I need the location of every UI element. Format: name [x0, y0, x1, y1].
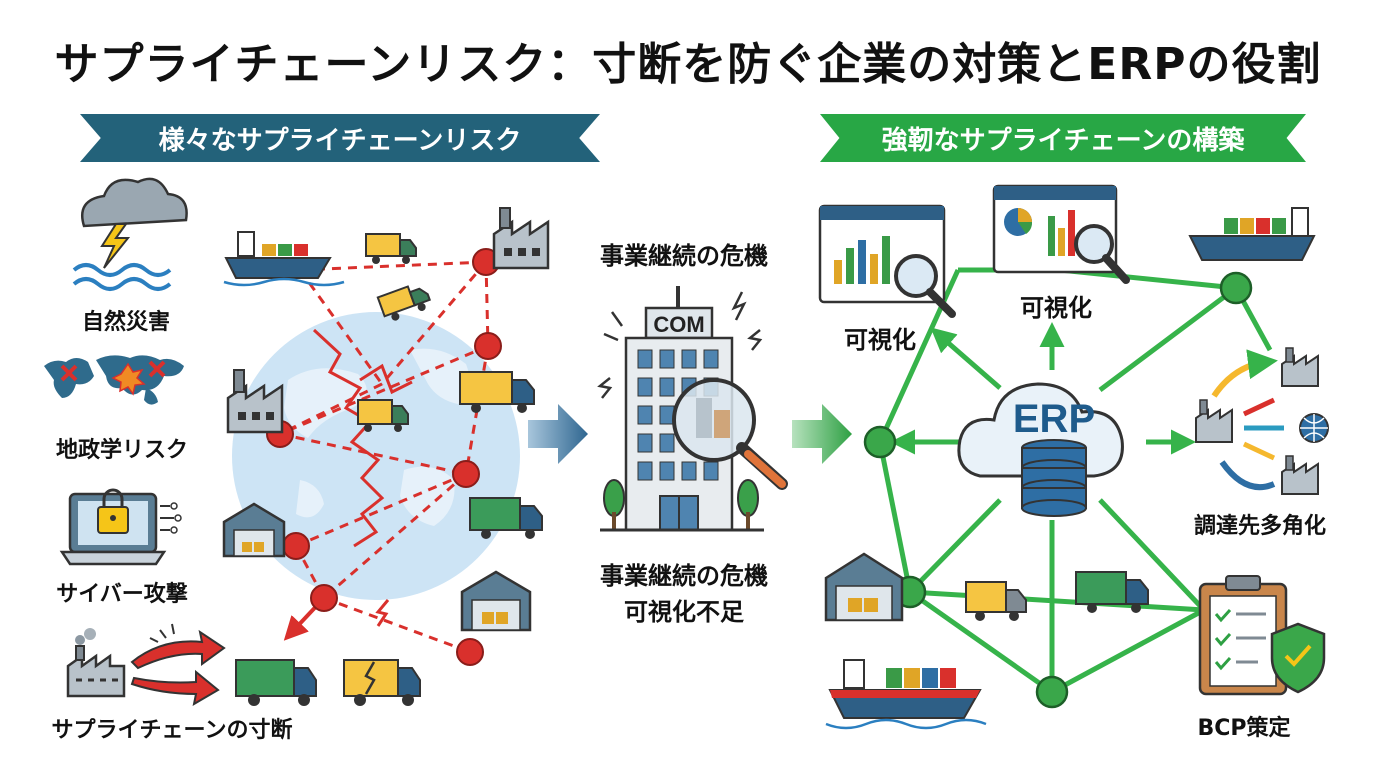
truck-icon	[365, 233, 417, 264]
risk-label-disaster: 自然災害	[81, 310, 171, 335]
risk-banner: 様々なサプライチェーンリスク	[80, 114, 600, 162]
network-node	[863, 425, 897, 459]
page-title: サプライチェーンリスク：寸断を防ぐ企業の対策とERPの役割	[54, 39, 1322, 90]
network-node	[282, 532, 310, 560]
erp-label: ERP	[1013, 397, 1095, 441]
truck-icon	[357, 399, 409, 432]
broken-truck-icon	[343, 659, 421, 706]
truck-icon	[376, 285, 432, 321]
truck-icon	[459, 371, 535, 413]
visibility-label-left: 可視化	[844, 326, 916, 354]
network-node	[1219, 271, 1253, 305]
warehouse-icon	[824, 552, 904, 622]
bcp-clipboard-icon	[1198, 575, 1326, 696]
truck-icon	[1075, 571, 1149, 613]
truck-icon	[965, 581, 1027, 621]
crisis-bottom-label-1: 事業継続の危機	[600, 562, 768, 590]
truck-icon	[235, 659, 317, 706]
broken-chain-icon	[66, 623, 226, 706]
crisis-bottom-label-2: 可視化不足	[624, 598, 744, 626]
visibility-label-top: 可視化	[1020, 294, 1092, 322]
cargo-ship-icon	[825, 659, 987, 730]
storm-icon	[72, 177, 188, 291]
dashboard-icon	[818, 204, 956, 318]
building-sign: COM	[653, 312, 704, 337]
erp-cloud-icon	[957, 382, 1124, 517]
cargo-ship-icon	[1188, 207, 1316, 261]
truck-icon	[469, 497, 543, 539]
network-node	[1035, 675, 1069, 709]
network-node	[474, 332, 502, 360]
network-node	[456, 638, 484, 666]
dashboard-icon	[992, 184, 1130, 284]
magnifier-icon	[672, 378, 788, 490]
laptop-lock-icon	[59, 488, 182, 566]
network-node	[310, 584, 338, 612]
risk-network	[222, 207, 550, 706]
arrow-to-resilience	[792, 404, 852, 464]
risk-label-geopolitical: 地政学リスク	[55, 438, 189, 463]
bcp-label: BCP策定	[1197, 716, 1291, 741]
world-map-icon	[44, 355, 184, 405]
factory-icon	[226, 369, 284, 434]
cargo-ship-icon	[223, 231, 345, 287]
supplier-diversification-icon	[1195, 347, 1329, 495]
resilience-banner: 強靭なサプライチェーンの構築	[820, 114, 1306, 162]
arrow-to-crisis	[528, 404, 588, 464]
warehouse-icon	[222, 502, 286, 558]
risk-label-disruption: サプライチェーンの寸断	[51, 718, 293, 743]
diversification-label: 調達先多角化	[1193, 514, 1327, 539]
crisis-top-label: 事業継続の危機	[600, 242, 768, 270]
factory-icon	[492, 207, 550, 270]
network-node	[452, 460, 480, 488]
risk-label-cyber: サイバー攻撃	[56, 582, 188, 607]
erp-network: ERP	[818, 184, 1329, 730]
warehouse-icon	[460, 570, 532, 632]
